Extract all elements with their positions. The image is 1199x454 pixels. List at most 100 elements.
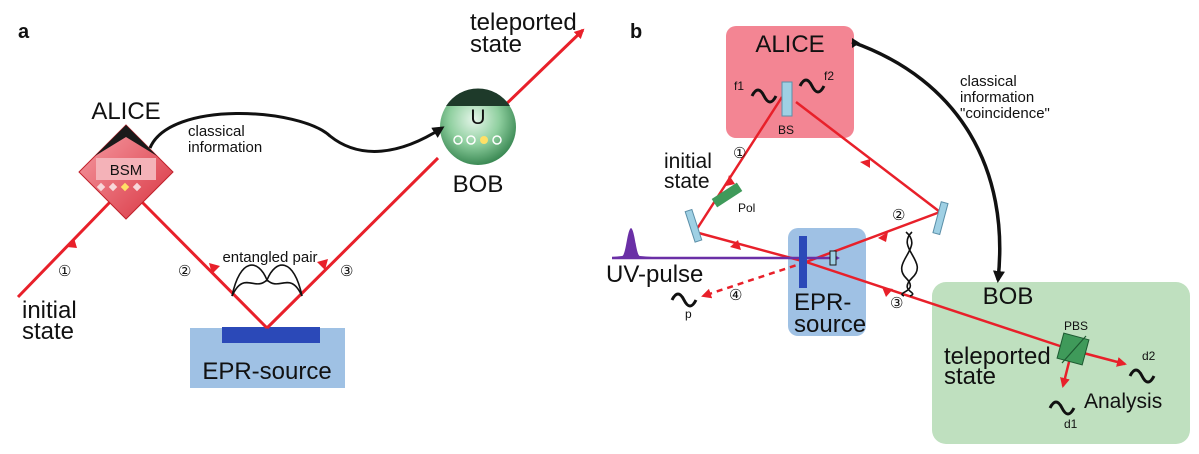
bob-label-b: BOB	[983, 283, 1034, 310]
entanglement-wave-2	[906, 231, 919, 297]
detector-d2: d2	[1128, 349, 1156, 384]
epr-source-label: EPR-source	[202, 358, 331, 385]
nonlinear-crystal	[222, 327, 320, 343]
beam-path-3	[805, 260, 1073, 352]
classical-info-tail	[852, 38, 860, 48]
uv-pulse-shape	[612, 228, 652, 257]
initial-a-line1: initial	[22, 297, 77, 324]
classical-info-arrow-b	[851, 40, 1005, 283]
bob-led-3	[480, 136, 488, 144]
detector-f2-symbol	[798, 78, 826, 94]
beam-path-4	[701, 260, 807, 299]
detector-d1-label: d1	[1064, 417, 1078, 431]
panel-b-label: b	[630, 21, 642, 43]
beam-teleported	[498, 28, 585, 112]
classical-info-b-line1: classical	[960, 73, 1017, 90]
classical-info-b-line2: information	[960, 89, 1034, 106]
path-b-number-4: ④	[729, 287, 742, 304]
bob-box	[932, 282, 1190, 444]
beam-path-2	[795, 101, 941, 213]
classical-info-arrow-a	[148, 112, 445, 153]
bsm-top-cap	[95, 125, 157, 156]
arrow-b-4	[860, 159, 870, 168]
detector-p-symbol	[670, 292, 698, 308]
uv-mirror	[829, 250, 837, 266]
pol-label: Pol	[738, 201, 755, 215]
polarizer	[711, 182, 743, 208]
detector-p: p	[670, 292, 698, 321]
alice-label-a: ALICE	[91, 98, 160, 125]
detector-f1-label: f1	[734, 79, 744, 93]
bob-cap	[446, 88, 510, 106]
bob-sphere	[440, 89, 516, 165]
initial-a-line2: state	[22, 318, 74, 345]
classical-info-a-line1: classical	[188, 123, 245, 140]
bbo-crystal	[799, 236, 807, 288]
bsm-led-2	[108, 182, 118, 192]
detector-d1: d1	[1048, 400, 1078, 431]
path-number-1: ①	[58, 263, 71, 280]
teleported-b-line2: state	[944, 363, 996, 390]
classical-info-a-line2: information	[188, 139, 262, 156]
initial-b-line2: state	[664, 170, 710, 193]
teleported-a-line2: state	[470, 31, 522, 58]
detector-p-label: p	[685, 307, 692, 321]
uv-pulse-label: UV-pulse	[606, 261, 703, 288]
beam-3	[265, 156, 440, 330]
detector-f2: f2	[798, 69, 834, 94]
epr-source-box-b	[788, 228, 866, 336]
panel-b: b UV-pulse	[606, 21, 1190, 444]
arrow-1	[67, 238, 77, 248]
bsm-led-3	[120, 182, 130, 192]
path-number-2: ②	[178, 263, 191, 280]
bob-label-a: BOB	[453, 171, 504, 198]
bsm-led-4	[132, 182, 142, 192]
mirror-right	[932, 201, 949, 236]
arrow-b-5	[882, 287, 893, 297]
panel-a-label: a	[18, 21, 30, 43]
arrow-b-2	[726, 175, 735, 186]
detector-f1: f1	[734, 79, 778, 104]
bob-ball: U	[440, 88, 516, 165]
beam-paths-a	[16, 28, 585, 330]
epr-source-b-line1: EPR-	[794, 289, 851, 316]
alice-label-b: ALICE	[755, 31, 824, 58]
detector-d2-label: d2	[1142, 349, 1156, 363]
detector-f2-label: f2	[824, 69, 834, 83]
teleported-b-line1: teleported	[944, 343, 1051, 370]
detector-d2-symbol	[1128, 368, 1156, 384]
detector-d1-symbol	[1048, 400, 1076, 416]
unitary-label: U	[470, 106, 485, 129]
pbs-diagonal	[1061, 335, 1087, 364]
bob-led-4	[492, 135, 502, 145]
bs-label: BS	[778, 123, 794, 137]
beam-splitter	[781, 81, 793, 117]
beam-path-1	[693, 96, 784, 233]
beam-to-right-mirror	[805, 210, 941, 264]
bsm-led-1	[96, 182, 106, 192]
beam-input	[16, 198, 114, 299]
analysis-label: Analysis	[1084, 390, 1162, 413]
teleported-a-line1: teleported	[470, 9, 577, 36]
path-b-number-1: ①	[733, 145, 746, 162]
entangled-pair-label: entangled pair	[222, 249, 317, 266]
epr-source-b-line2: source	[794, 311, 866, 338]
bsm-label-plate	[96, 158, 156, 180]
bsm-label: BSM	[110, 162, 143, 179]
detector-f1-symbol	[750, 88, 778, 104]
pbs-label: PBS	[1064, 319, 1088, 333]
initial-b-line1: initial	[664, 150, 712, 173]
alice-bsm: BSM	[78, 124, 174, 220]
entanglement-wave-1	[900, 231, 913, 297]
arrow-b-1	[730, 240, 741, 250]
arrow-b-3	[878, 232, 888, 242]
panel-a: a EPR-source entangled pair BSM	[16, 9, 585, 388]
path-b-number-2: ②	[892, 207, 905, 224]
pbs-cube: PBS	[1056, 319, 1090, 366]
entangled-pair-wave-2	[231, 278, 303, 297]
path-number-3: ③	[340, 263, 353, 280]
arrow-3	[317, 259, 328, 270]
bob-led-2	[466, 135, 476, 145]
classical-info-b-line3: "coincidence"	[960, 105, 1050, 122]
